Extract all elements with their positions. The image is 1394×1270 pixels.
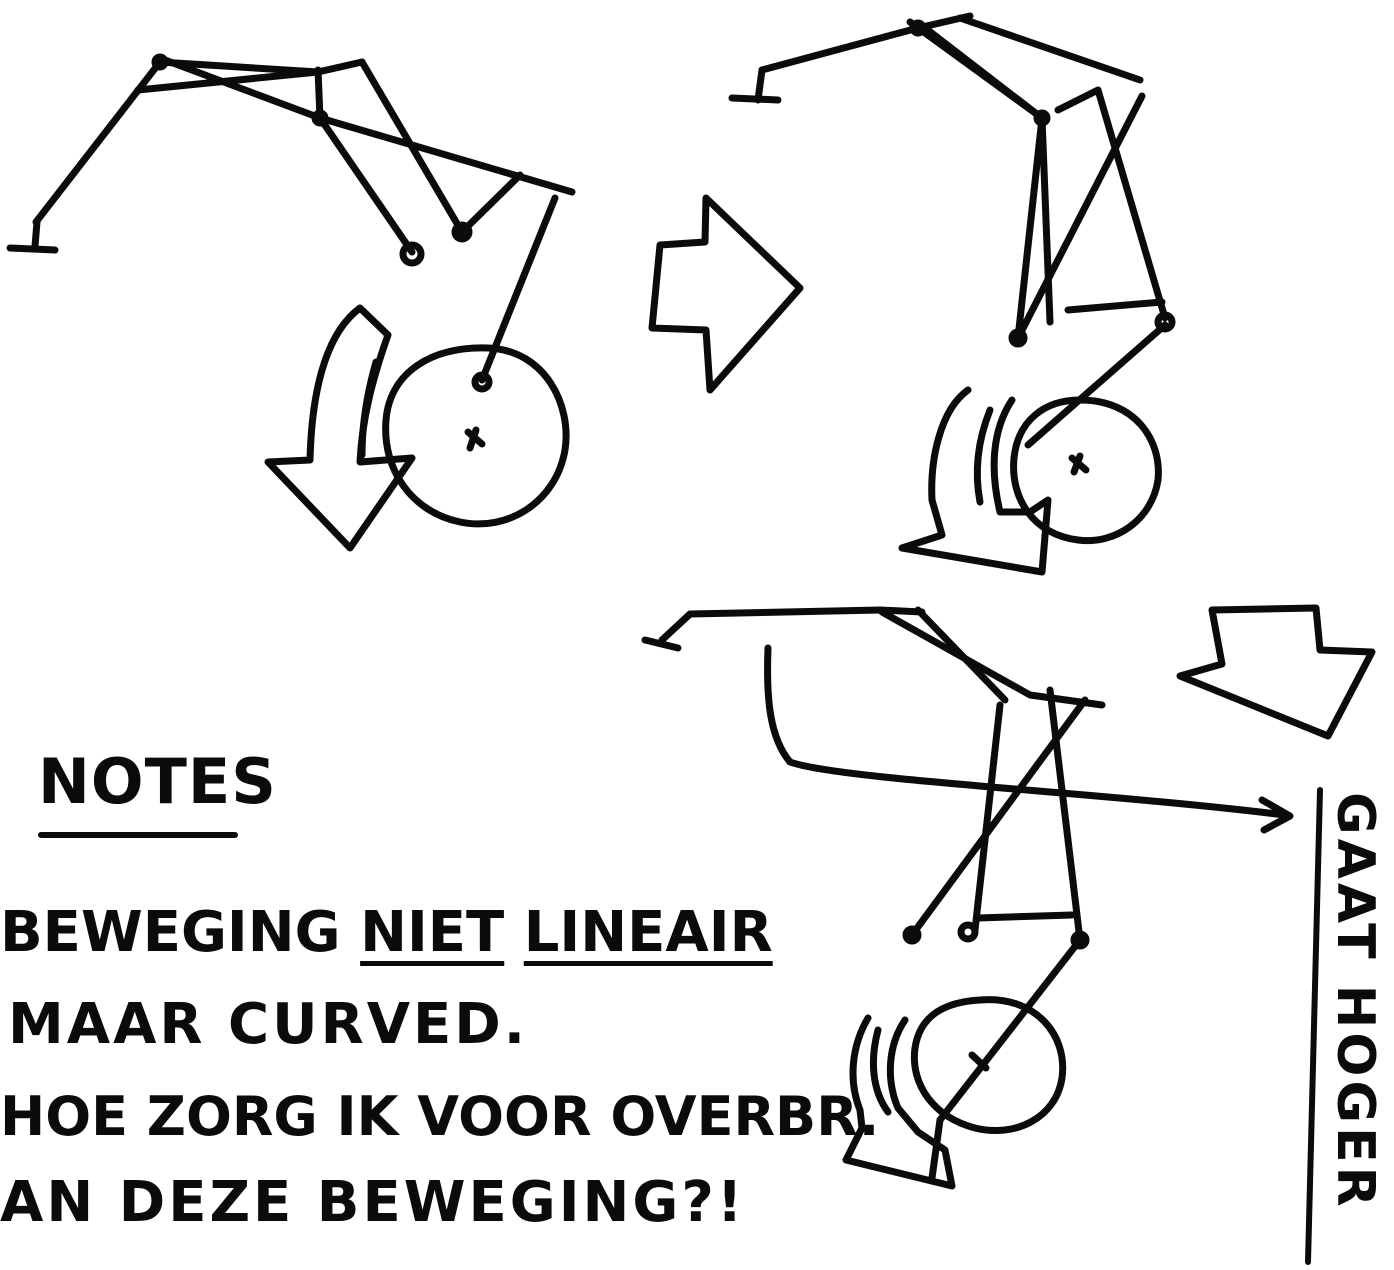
notes-heading-underline: [38, 832, 238, 838]
curved-arrow-1-inner: [362, 362, 376, 455]
curved-arrow-2-inner: [977, 410, 990, 502]
down-arrow-icon: [1180, 608, 1372, 736]
curved-arrow-1: [268, 308, 412, 548]
side-label: GAAT HOGER: [1325, 792, 1385, 1211]
notes-line-3: HOE ZORG IK VOOR OVERBR.: [0, 1085, 879, 1148]
linkage-6: [462, 175, 520, 232]
motion-path-arrow: [768, 648, 1285, 815]
linkage-3-7: [978, 915, 1072, 918]
base-post-2: [758, 70, 762, 100]
notes-line-1: BEWEGING NIET LINEAIR: [0, 900, 773, 965]
notes-line-1-word-a: BEWEGING: [0, 900, 341, 965]
wheel-hub-3: [972, 1055, 986, 1068]
linkage-2-7: [1068, 302, 1162, 310]
notes-line-1-word-b: NIET: [360, 900, 504, 965]
notes-line-2: MAAR CURVED.: [8, 992, 528, 1057]
mechanism-sketch-1: [10, 57, 572, 548]
linkage-2-6: [1018, 96, 1142, 338]
base-post-3: [662, 614, 690, 640]
linkage-3-3: [918, 610, 1005, 700]
notes-line-4: AN DEZE BEWEGING?!: [0, 1170, 745, 1235]
side-label-bar: [1308, 790, 1320, 1262]
linkage-4: [318, 70, 412, 252]
right-arrow-icon: [652, 198, 800, 390]
wheel-3: [914, 1000, 1062, 1131]
linkage-2-9: [920, 24, 1042, 338]
wheel-hub-1: [468, 430, 482, 448]
base-post-1: [35, 222, 37, 246]
pivot-3-2: [961, 925, 975, 939]
notes-line-1-word-c: LINEAIR: [524, 900, 773, 965]
linkage-2-3: [960, 18, 1140, 80]
wheel-hub-2: [1072, 456, 1086, 472]
notes-heading: NOTES: [38, 745, 277, 818]
linkage-2-5: [1058, 90, 1165, 318]
